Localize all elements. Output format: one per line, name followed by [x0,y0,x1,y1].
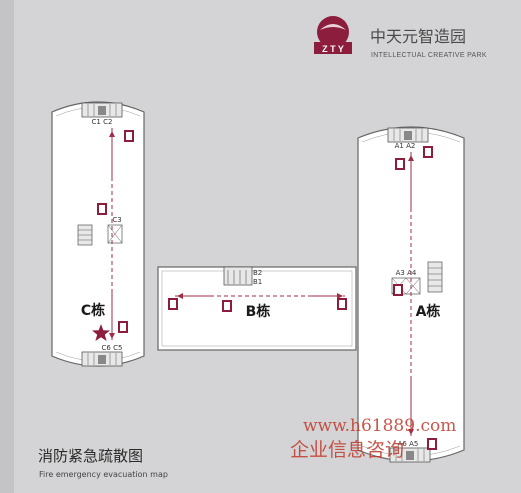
stair-label-c3: C3 [112,216,121,224]
exit-sign-icon [124,130,134,142]
star-icon [92,324,110,341]
logo-mark-icon [317,16,349,48]
stair-label-a3a4: A3 A4 [396,269,417,277]
exit-sign-icon [423,146,433,158]
stair-label-a1a2: A1 A2 [395,142,416,150]
stair-b: B2 B1 [223,266,262,286]
watermark-text: 企业信息咨询 [290,439,404,461]
exit-sign-icon [427,438,437,450]
exit-sign-icon [97,203,107,215]
exit-sign-icon [337,298,347,310]
stair-c-middle [77,224,123,246]
stair-a-middle [391,261,443,295]
stair-label-b2: B2 [253,269,262,277]
stair-a-top [387,127,429,143]
logo-mark-text: Z T Y [322,44,344,54]
stair-c-bottom [81,351,123,367]
exit-sign-icon [168,298,178,310]
exit-sign-icon [395,158,405,170]
building-label-c: C栋 [81,302,105,319]
park-logo: Z T Y 中天元智造园 INTELLECTUAL CREATIVE PARK [314,16,487,59]
building-label-b: B栋 [246,303,271,320]
stair-c-top [81,102,123,118]
stair-label-b1: B1 [253,278,262,286]
watermark-url: www.h61889.com [303,416,456,436]
stair-label-c1c2: C1 C2 [92,118,113,126]
exit-sign-icon [393,284,403,296]
map-title-en: Fire emergency evacuation map [39,470,168,479]
logo-name-cn: 中天元智造园 [370,27,466,46]
building-label-a: A栋 [416,303,441,320]
building-a: A1 A2 A3 A4 A6 A5 [357,126,465,463]
map-title-cn: 消防紧急疏散图 [38,447,143,465]
stair-a-bottom [389,447,431,463]
building-c: C1 C2 C3 C6 C5 [51,101,145,367]
logo-name-en: INTELLECTUAL CREATIVE PARK [371,52,487,59]
left-shadow [0,0,14,493]
stair-label-a6a5: A6 A5 [398,440,419,448]
stair-label-c6c5: C6 C5 [102,344,123,352]
exit-sign-icon [222,300,232,312]
building-b: B2 B1 B栋 [157,266,357,351]
exit-sign-icon [118,321,128,333]
